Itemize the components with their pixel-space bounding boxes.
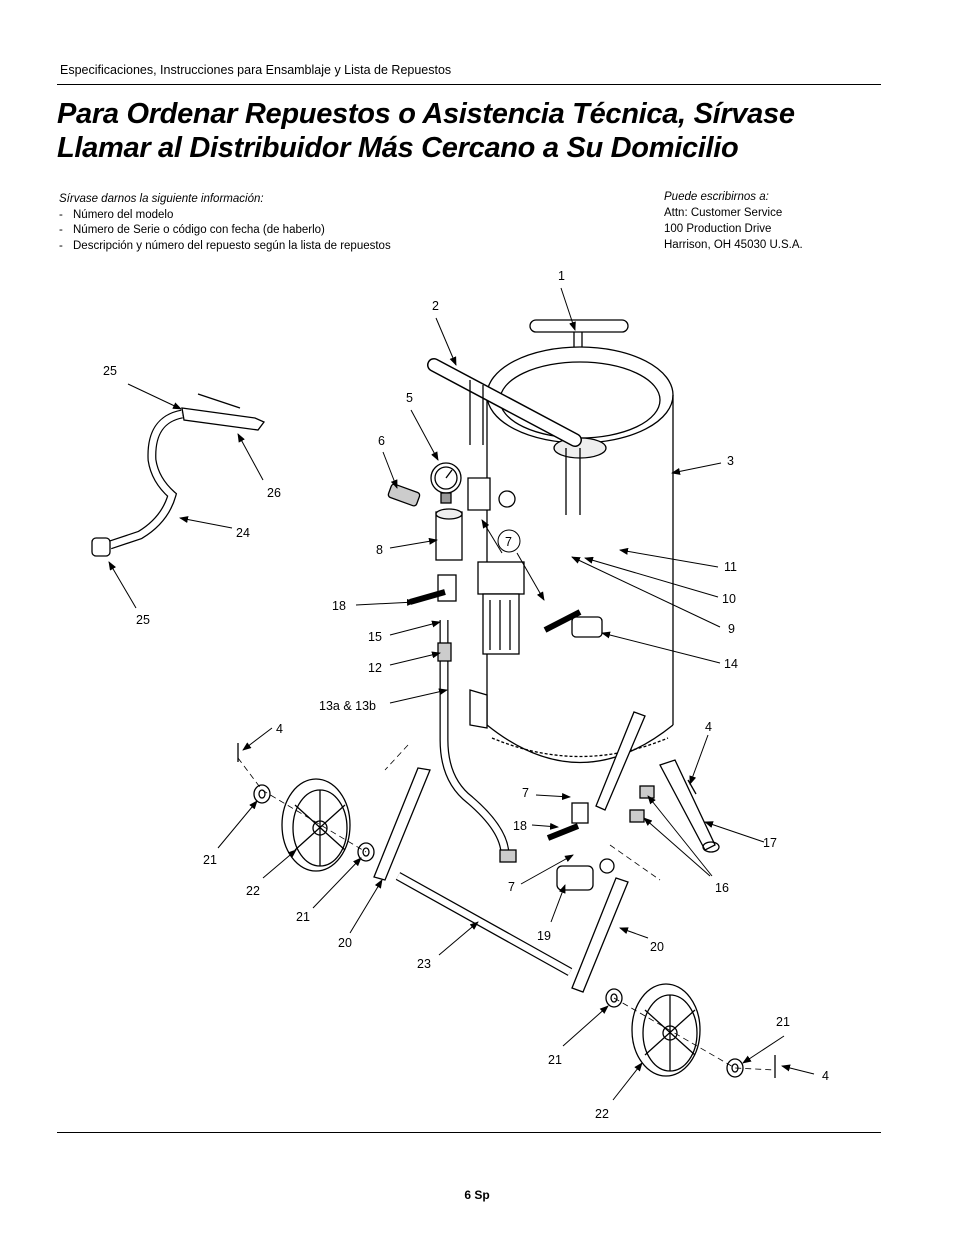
- callout-labels: 1 2 3 4 4 4 5 6 7 7 7 8 9 10 11 12 13a &…: [103, 269, 829, 1121]
- callout-1: 1: [558, 269, 565, 283]
- callout-16: 16: [715, 881, 729, 895]
- callout-9: 9: [728, 622, 735, 636]
- callout-5: 5: [406, 391, 413, 405]
- callout-7: 7: [505, 535, 512, 549]
- address-intro: Puede escribirnos a:: [664, 191, 769, 203]
- callout-4: 4: [276, 722, 283, 736]
- callout-21: 21: [776, 1015, 790, 1029]
- callout-leaders: [108, 287, 815, 1101]
- callout-22: 22: [595, 1107, 609, 1121]
- callout-6: 6: [378, 434, 385, 448]
- callout-3: 3: [727, 454, 734, 468]
- info-request: Sírvase darnos la siguiente información:…: [59, 192, 391, 254]
- callout-11: 11: [724, 560, 737, 574]
- callout-19: 19: [537, 929, 551, 943]
- page-number: 6 Sp: [464, 1188, 490, 1202]
- callout-2: 2: [432, 299, 439, 313]
- callout-21: 21: [548, 1053, 562, 1067]
- callout-22: 22: [246, 884, 260, 898]
- callout-21: 21: [203, 853, 217, 867]
- info-item: -Número del modelo: [59, 208, 174, 221]
- callout-18: 18: [513, 819, 527, 833]
- address-line: 100 Production Drive: [664, 223, 772, 235]
- callout-13: 13a & 13b: [319, 699, 376, 713]
- blaster-illustration: [91, 319, 776, 1078]
- callout-24: 24: [236, 526, 250, 540]
- callout-4: 4: [822, 1069, 829, 1083]
- title-line-1: Para Ordenar Repuestos o Asistencia Técn…: [57, 98, 795, 130]
- callout-20: 20: [650, 940, 664, 954]
- callout-circle: [497, 529, 521, 553]
- header-rule: [57, 84, 881, 85]
- title-line-2: Llamar al Distribuidor Más Cercano a Su …: [57, 132, 739, 164]
- info-intro: Sírvase darnos la siguiente información:: [59, 193, 264, 205]
- callout-7: 7: [508, 880, 515, 894]
- address-line: Harrison, OH 45030 U.S.A.: [664, 239, 803, 251]
- callout-18: 18: [332, 599, 346, 613]
- callout-10: 10: [722, 592, 736, 606]
- callout-26: 26: [267, 486, 281, 500]
- callout-25: 25: [103, 364, 117, 378]
- callout-4: 4: [705, 720, 712, 734]
- page-title: Para Ordenar Repuestos o Asistencia Técn…: [57, 97, 917, 165]
- assembly-guides: [237, 744, 776, 1071]
- callout-25: 25: [136, 613, 150, 627]
- info-item: -Descripción y número del repuesto según…: [59, 239, 391, 252]
- running-header: Especificaciones, Instrucciones para Ens…: [60, 63, 452, 77]
- callout-7: 7: [522, 786, 529, 800]
- callout-8: 8: [376, 543, 383, 557]
- callout-17: 17: [763, 836, 777, 850]
- info-item: -Número de Serie o código con fecha (de …: [59, 224, 325, 236]
- mailing-address: Puede escribirnos a: Attn: Customer Serv…: [664, 189, 803, 253]
- callout-23: 23: [417, 957, 431, 971]
- callout-15: 15: [368, 630, 382, 644]
- address-line: Attn: Customer Service: [664, 207, 783, 219]
- callout-12: 12: [368, 661, 382, 675]
- footer-rule: [57, 1132, 881, 1133]
- callout-20: 20: [338, 936, 352, 950]
- callout-14: 14: [724, 657, 738, 671]
- callout-21: 21: [296, 910, 310, 924]
